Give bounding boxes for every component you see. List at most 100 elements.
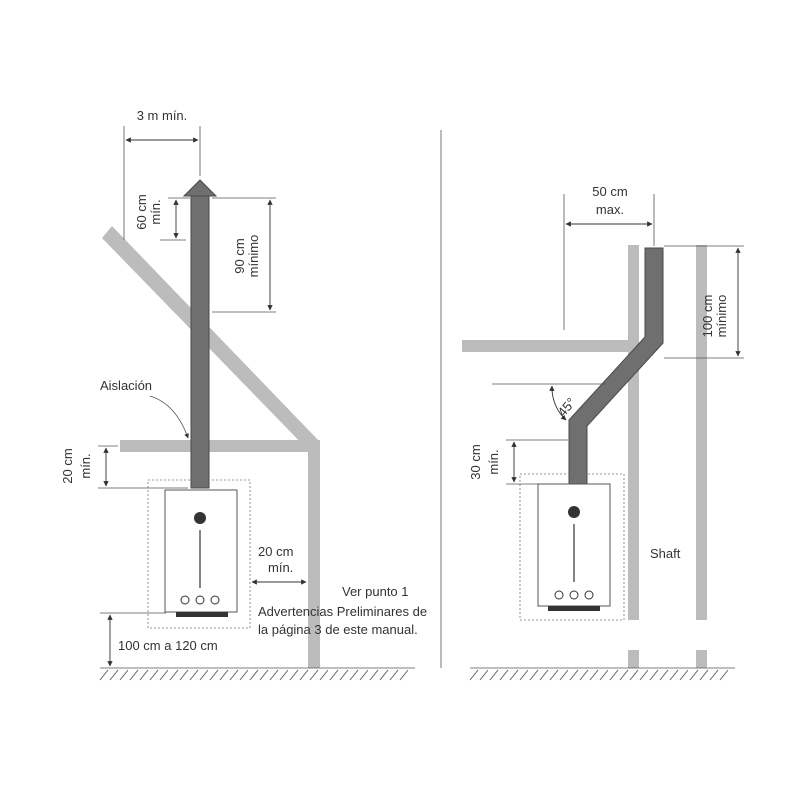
- dim-60-label-b: mín.: [148, 199, 163, 224]
- heater-logo-right: [568, 506, 580, 518]
- floor-hatch-mark: [659, 669, 669, 681]
- dim-100-label-a: 100 cm: [700, 295, 715, 338]
- note-line-1: Ver punto 1: [342, 584, 409, 599]
- water-heater-left: [164, 489, 238, 613]
- dim-floor-label: 100 cm a 120 cm: [118, 638, 218, 653]
- floor-hatch-mark: [389, 669, 399, 681]
- dim-20v-label-b: mín.: [78, 453, 93, 478]
- floor-hatch-mark: [199, 669, 209, 681]
- floor-hatch-right: [469, 669, 729, 681]
- ceiling-left: [120, 440, 320, 452]
- floor-hatch-mark: [469, 669, 479, 681]
- floor-hatch-mark: [479, 669, 489, 681]
- floor-hatch-mark: [99, 669, 109, 681]
- floor-hatch-mark: [499, 669, 509, 681]
- heater-knob-right-2: [569, 590, 579, 600]
- floor-hatch-mark: [159, 669, 169, 681]
- aislacion-label: Aislación: [100, 378, 152, 393]
- note-line-2: Advertencias Preliminares de: [258, 604, 427, 619]
- heater-knob-right-1: [554, 590, 564, 600]
- floor-hatch-mark: [399, 669, 409, 681]
- floor-hatch-mark: [189, 669, 199, 681]
- dim-30-label-a: 30 cm: [468, 444, 483, 479]
- floor-hatch-mark: [219, 669, 229, 681]
- chimney-pipe: [190, 195, 210, 489]
- wall-right-left: [308, 440, 320, 668]
- dim-90-label-b: mínimo: [246, 235, 261, 278]
- floor-hatch-mark: [149, 669, 159, 681]
- floor-hatch-left: [99, 669, 409, 681]
- floor-hatch-mark: [329, 669, 339, 681]
- floor-hatch-mark: [309, 669, 319, 681]
- floor-hatch-mark: [339, 669, 349, 681]
- dim-20v-label-a: 20 cm: [60, 448, 75, 483]
- floor-hatch-mark: [639, 669, 649, 681]
- shaft-label: Shaft: [650, 546, 681, 561]
- dim-3m-label: 3 m mín.: [137, 108, 188, 123]
- floor-hatch-mark: [369, 669, 379, 681]
- dim-50-label-b: max.: [596, 202, 624, 217]
- floor-hatch-mark: [519, 669, 529, 681]
- left-diagram: 3 m mín. 60 cm mín. 90 cm mínimo Aislaci…: [60, 108, 427, 681]
- dim-90-label-a: 90 cm: [232, 238, 247, 273]
- dim-20h-label-a: 20 cm: [258, 544, 293, 559]
- heater-knob-left-1: [180, 595, 190, 605]
- floor-hatch-mark: [249, 669, 259, 681]
- floor-hatch-mark: [539, 669, 549, 681]
- floor-hatch-mark: [179, 669, 189, 681]
- shaft-wall-right-bottom: [696, 650, 707, 668]
- heater-knob-left-2: [195, 595, 205, 605]
- floor-hatch-mark: [279, 669, 289, 681]
- dim-50-label-a: 50 cm: [592, 184, 627, 199]
- floor-hatch-mark: [109, 669, 119, 681]
- floor-hatch-mark: [559, 669, 569, 681]
- floor-hatch-mark: [609, 669, 619, 681]
- clearance-box-left: [147, 479, 251, 629]
- floor-hatch-mark: [579, 669, 589, 681]
- ceiling-right: [462, 340, 632, 352]
- aislacion-leader: [149, 395, 189, 439]
- shaft-wall-right-top: [696, 245, 707, 620]
- floor-hatch-mark: [599, 669, 609, 681]
- angle-arc: [549, 385, 567, 421]
- heater-fittings-left: [176, 612, 228, 617]
- floor-hatch-mark: [319, 669, 329, 681]
- shaft-wall-left-top: [628, 245, 639, 620]
- floor-hatch-mark: [289, 669, 299, 681]
- heater-fittings-right: [548, 606, 600, 611]
- heater-knob-right-3: [584, 590, 594, 600]
- floor-hatch-mark: [619, 669, 629, 681]
- floor-hatch-mark: [229, 669, 239, 681]
- heater-logo-left: [194, 512, 206, 524]
- floor-hatch-mark: [269, 669, 279, 681]
- note-line-3: la página 3 de este manual.: [258, 622, 418, 637]
- floor-hatch-mark: [679, 669, 689, 681]
- floor-hatch-mark: [649, 669, 659, 681]
- floor-hatch-mark: [169, 669, 179, 681]
- floor-hatch-mark: [129, 669, 139, 681]
- floor-hatch-mark: [699, 669, 709, 681]
- dim-30-label-b: mín.: [486, 449, 501, 474]
- right-diagram: 50 cm max. 100 cm mínimo 45° 30 cm mín. …: [462, 184, 744, 681]
- floor-hatch-mark: [299, 669, 309, 681]
- chimney-cap: [182, 179, 218, 197]
- floor-hatch-mark: [549, 669, 559, 681]
- floor-hatch-mark: [669, 669, 679, 681]
- dim-20h-label-b: mín.: [268, 560, 293, 575]
- floor-hatch-mark: [489, 669, 499, 681]
- floor-hatch-mark: [589, 669, 599, 681]
- floor-hatch-mark: [139, 669, 149, 681]
- dim-100-label-b: mínimo: [714, 295, 729, 338]
- floor-hatch-mark: [209, 669, 219, 681]
- dim-60-label-a: 60 cm: [134, 194, 149, 229]
- shaft-wall-left-bottom: [628, 650, 639, 668]
- floor-hatch-mark: [709, 669, 719, 681]
- floor-hatch-mark: [259, 669, 269, 681]
- heater-knob-left-3: [210, 595, 220, 605]
- floor-hatch-mark: [379, 669, 389, 681]
- floor-hatch-mark: [119, 669, 129, 681]
- floor-hatch-mark: [689, 669, 699, 681]
- floor-hatch-mark: [629, 669, 639, 681]
- floor-hatch-mark: [349, 669, 359, 681]
